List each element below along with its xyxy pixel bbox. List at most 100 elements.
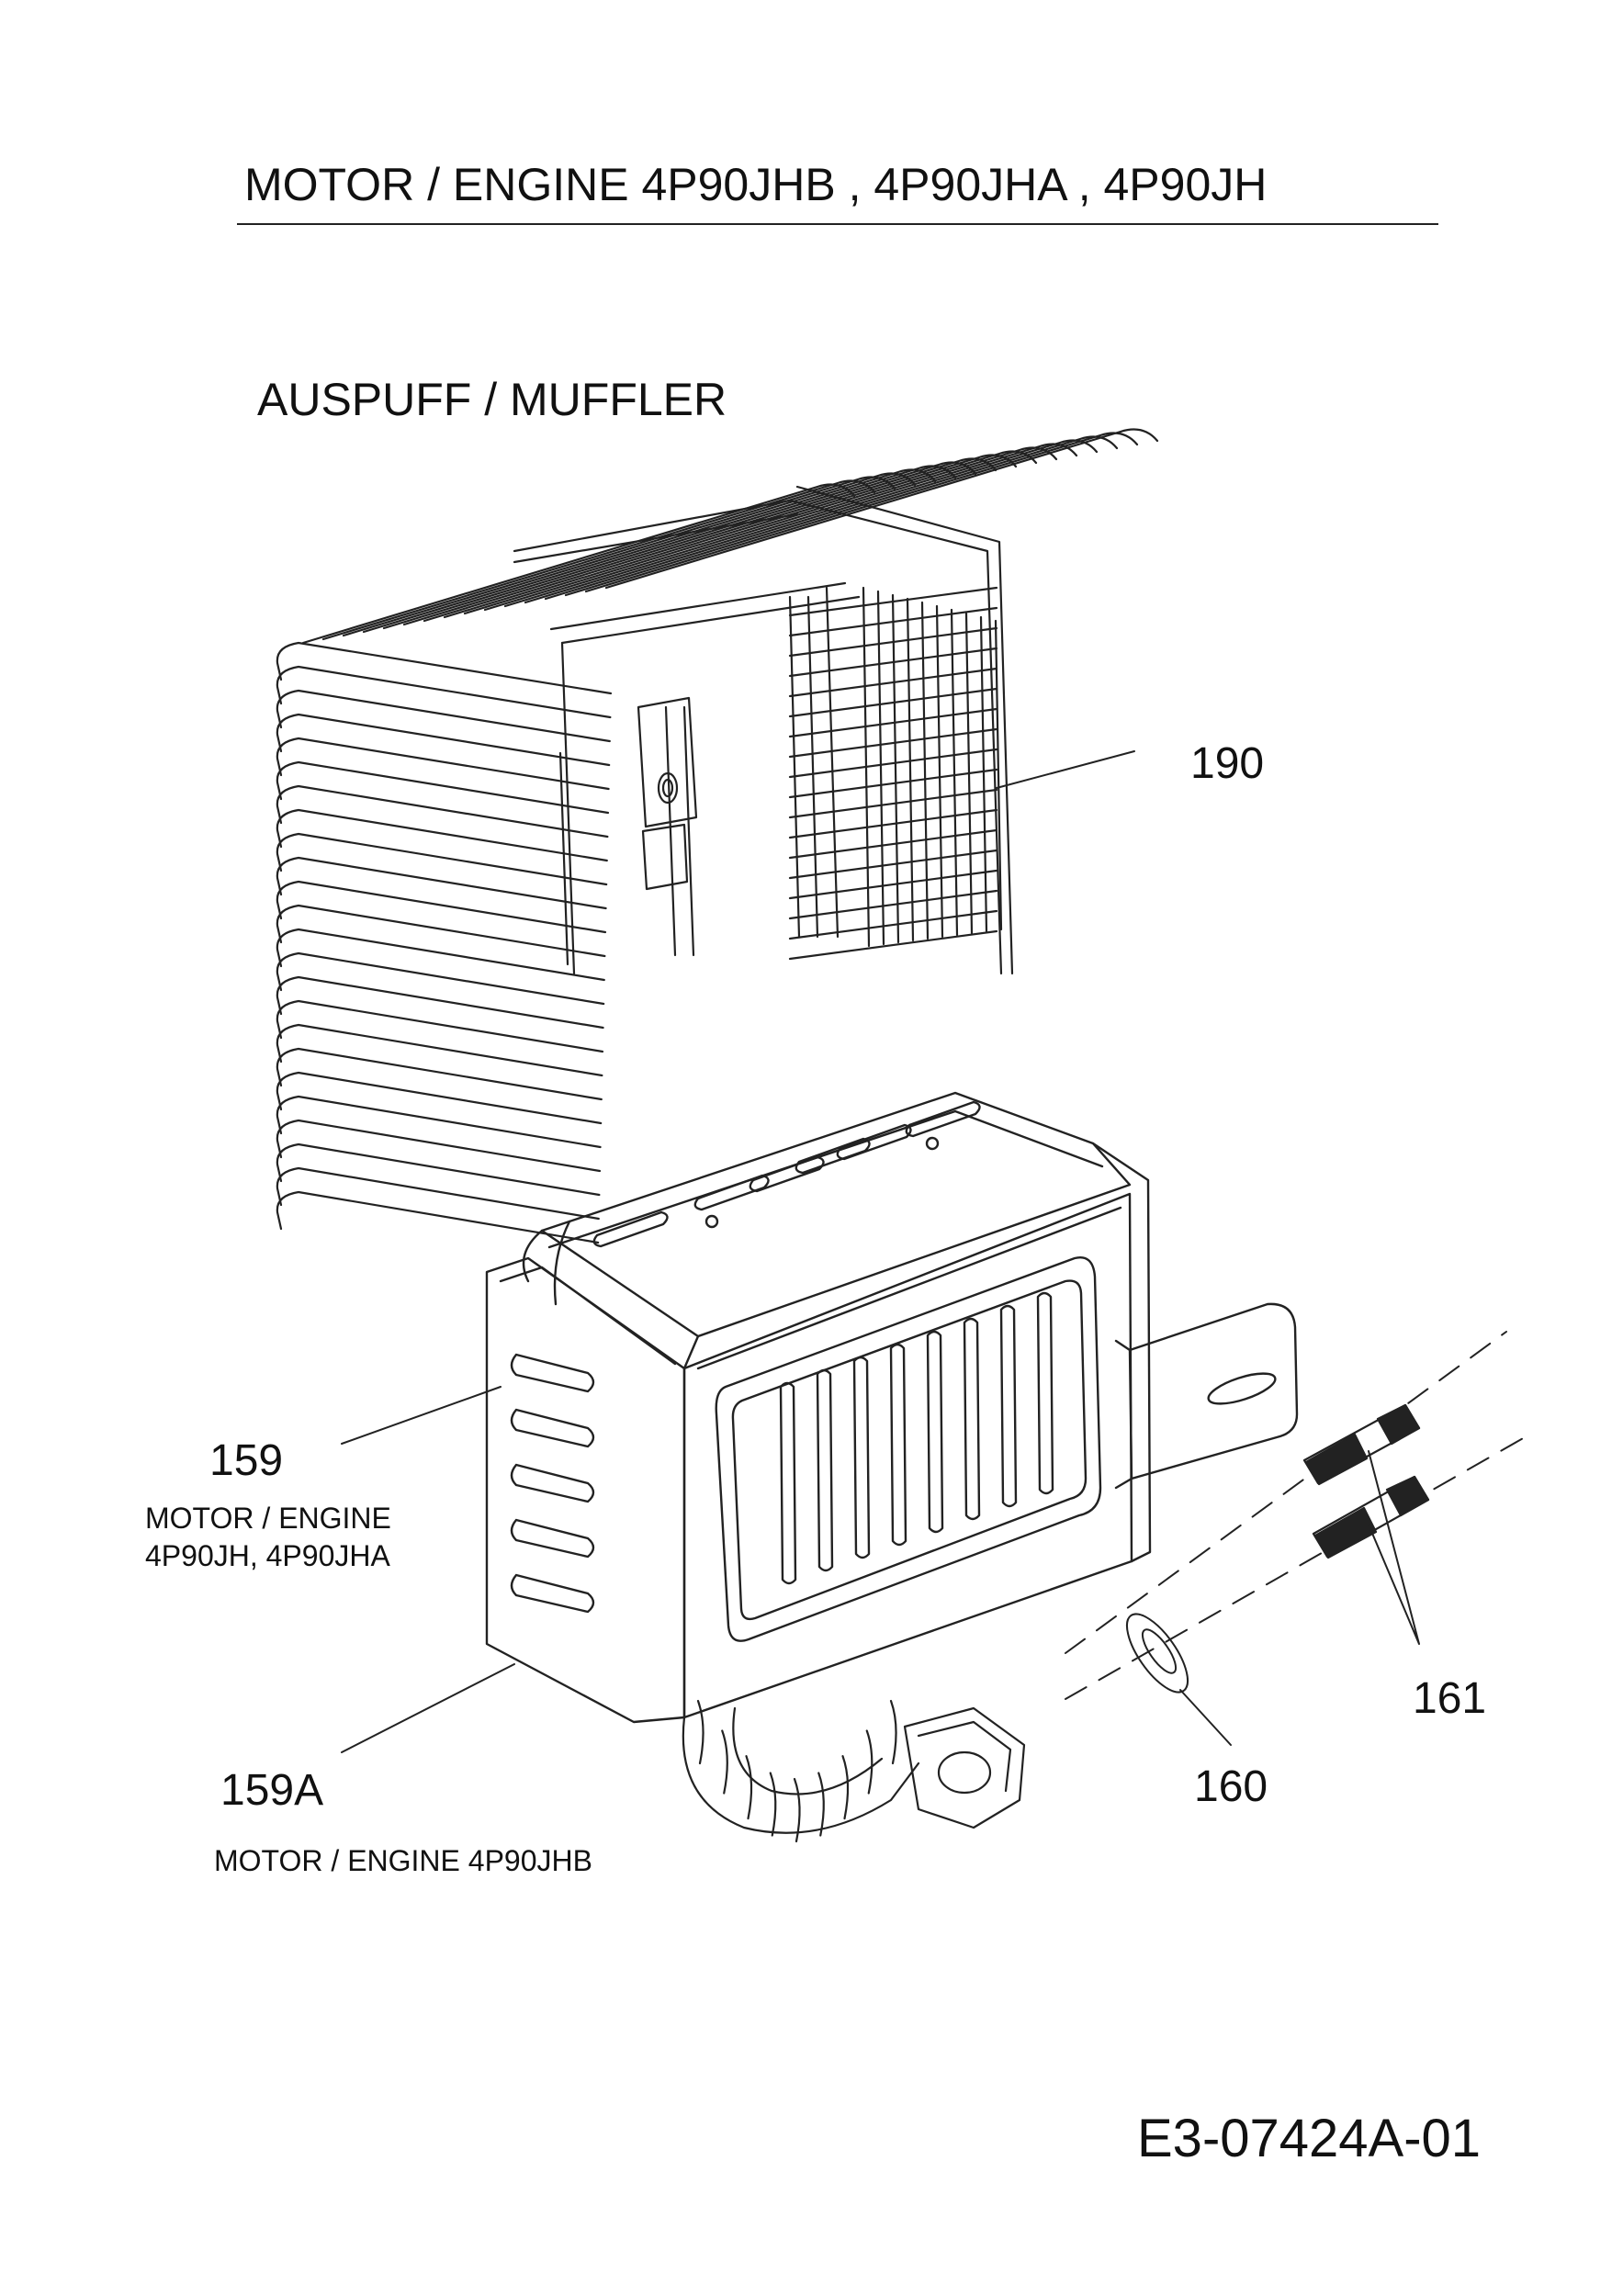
guard-wire-loop: [276, 665, 612, 719]
document-id: E3-07424A-01: [1137, 2109, 1482, 2168]
side-shield-slot: [510, 1573, 595, 1614]
stud-bolts-161: [1302, 1403, 1430, 1559]
callout-159A-note: MOTOR / ENGINE 4P90JHB: [214, 1844, 592, 1877]
guard-back-rail: [788, 869, 998, 900]
guard-back-rail: [788, 909, 998, 940]
guard-top-rail: [544, 439, 1099, 601]
guard-wire-loop: [276, 808, 608, 862]
side-shield-slot: [510, 1408, 595, 1448]
guard-back-rail: [788, 768, 998, 799]
side-shield-slot: [510, 1463, 595, 1503]
guard-back-rail: [788, 667, 998, 698]
pipe-ring: [793, 1777, 801, 1843]
muffler-body: [485, 1091, 1299, 1724]
guard-side-rail: [935, 604, 944, 939]
gasket-160: [1125, 1613, 1189, 1694]
cover-top-slot: [905, 1100, 981, 1138]
guard-wire-loop: [276, 760, 610, 815]
assembly-center-lines: [1065, 1331, 1526, 1700]
guard-top-rail: [584, 432, 1139, 593]
guard-wire-loop: [276, 713, 611, 767]
guard-top-rail: [483, 450, 1038, 612]
pipe-ring: [769, 1772, 777, 1837]
page-title: MOTOR / ENGINE 4P90JHB , 4P90JHA , 4P90J…: [244, 159, 1268, 210]
guard-back-rail: [788, 727, 998, 759]
guard-top-rail: [503, 446, 1058, 608]
front-shield-slot: [963, 1317, 981, 1521]
pipe-ring: [817, 1772, 825, 1837]
guard-back-rail: [788, 849, 998, 880]
guard-side-rail: [994, 619, 1003, 931]
pipe-ring: [696, 1699, 704, 1765]
guard-side-rail: [950, 608, 959, 937]
leader-161: [1368, 1450, 1420, 1645]
guard-wire-loop: [276, 999, 604, 1053]
guard-back-rail: [788, 647, 998, 678]
guard-side-rail: [891, 593, 900, 944]
front-shield-slot: [779, 1381, 797, 1585]
guard-back-rail: [788, 808, 998, 839]
guard-wire-loop: [276, 1142, 601, 1197]
front-shield-slot: [1036, 1291, 1054, 1495]
leader-160: [1179, 1689, 1232, 1746]
guard-side-rail: [920, 601, 930, 940]
guard-wire-loop: [276, 975, 604, 1030]
guard-wire-loop: [276, 737, 610, 791]
guard-wire-loop: [276, 1071, 603, 1125]
pipe-ring: [889, 1699, 897, 1765]
guard-wire-loop: [276, 1190, 600, 1244]
cover-top-slot: [693, 1174, 770, 1211]
front-shield-slot: [852, 1356, 871, 1559]
leader-159A: [341, 1663, 515, 1753]
guard-wire-loop: [276, 784, 609, 838]
callout-159A: 159A: [220, 1766, 324, 1815]
guard-wire-loop: [276, 1047, 603, 1101]
title-rule: [237, 223, 1438, 225]
guard-side-rail: [979, 615, 988, 933]
pipe-ring: [865, 1729, 873, 1795]
guard-side-rail: [906, 597, 915, 942]
guard-wire-loop: [276, 1119, 602, 1173]
side-shield-slot: [510, 1518, 595, 1559]
guard-back-rail: [788, 788, 998, 819]
exhaust-nut: [903, 1706, 1026, 1829]
guard-wire-loop: [276, 904, 606, 958]
guard-wire-loop: [276, 1023, 603, 1077]
guard-wire-loop: [276, 880, 607, 934]
guard-back-rail: [788, 707, 998, 738]
guard-top-rail: [564, 435, 1119, 597]
callout-159: 159: [209, 1436, 284, 1485]
pipe-ring: [745, 1755, 753, 1820]
callout-161: 161: [1413, 1674, 1487, 1723]
callout-190: 190: [1190, 739, 1265, 788]
front-shield-slot: [816, 1368, 834, 1572]
section-title: AUSPUFF / MUFFLER: [257, 374, 727, 425]
guard-back-rail: [788, 748, 998, 779]
guard-wire-loop: [276, 856, 607, 910]
guard-wire-loop: [276, 1095, 602, 1149]
guard-wire-loop: [276, 951, 605, 1006]
guard-wire-loop: [276, 832, 608, 886]
exhaust-pipe: [682, 1699, 1026, 1843]
guard-top-rail: [524, 443, 1078, 604]
guard-wire-loop: [276, 689, 611, 743]
pipe-ring: [721, 1729, 728, 1795]
guard-back-rail: [788, 828, 998, 860]
cover-top-slot: [592, 1210, 669, 1248]
guard-back-rail: [788, 586, 998, 617]
guard-wire-loop: [276, 928, 605, 982]
front-shield-slot: [999, 1304, 1018, 1508]
cover-top-slot: [749, 1155, 825, 1193]
guard-back-rail: [788, 889, 998, 920]
leader-190: [996, 750, 1135, 789]
guard-wire-loop: [276, 1166, 600, 1221]
side-shield-159: [485, 1256, 686, 1724]
guard-back-rail: [788, 606, 998, 637]
leader-159: [341, 1386, 502, 1445]
callout-160: 160: [1194, 1762, 1268, 1811]
guard-top-rail: [604, 428, 1159, 590]
guard-back-rail: [788, 687, 998, 718]
guard-back-rail: [788, 929, 998, 961]
